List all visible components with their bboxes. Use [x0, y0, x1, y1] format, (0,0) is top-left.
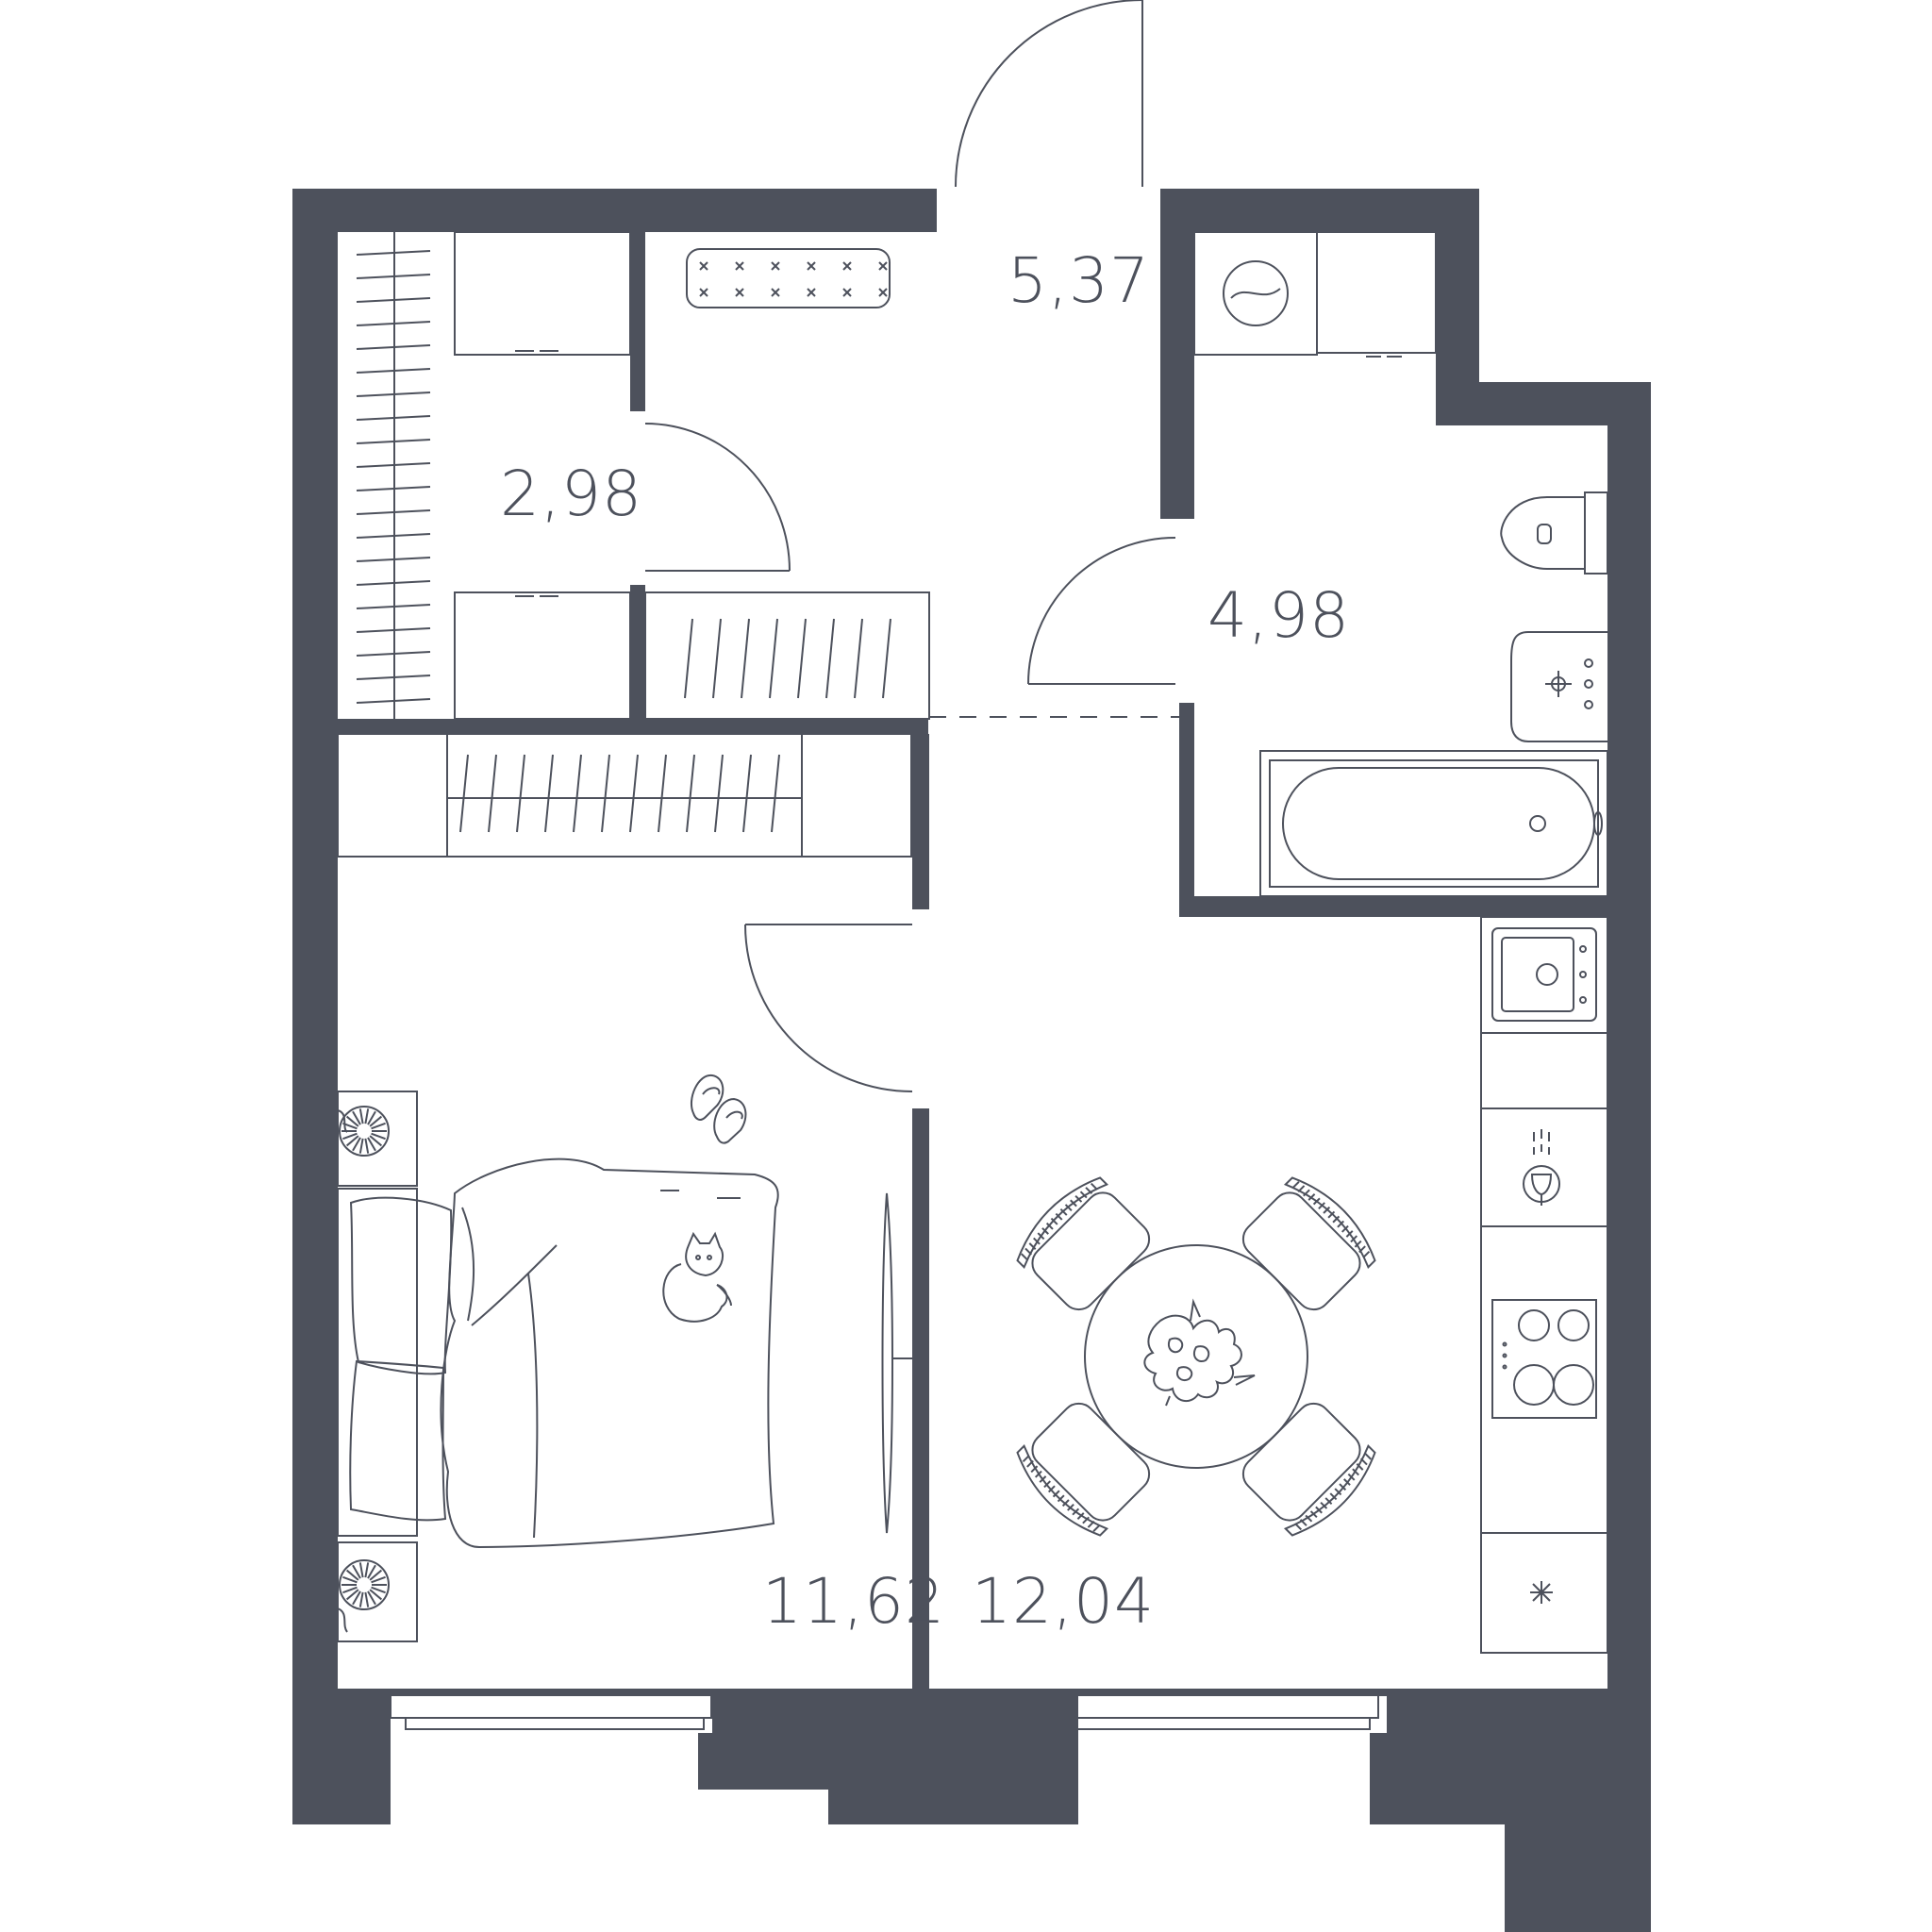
- room-area-wardrobe: 2,98: [500, 458, 642, 530]
- cat-icon: [662, 1231, 732, 1323]
- room-area-bathroom: 4,98: [1208, 579, 1350, 652]
- hall-closet: [644, 591, 930, 720]
- wardrobe-icon: [356, 231, 631, 720]
- nightstand-lamp-icon: [337, 1091, 418, 1187]
- dining-chair-icon: [1241, 1176, 1376, 1311]
- dining-chair-icon: [1016, 1176, 1151, 1311]
- entrance-door-swing: [955, 0, 1143, 188]
- flowers-icon: [1143, 1298, 1256, 1407]
- shoe-rack-icon: [686, 248, 891, 308]
- mirror-icon: [881, 1192, 912, 1534]
- toilet-icon: [1500, 491, 1608, 575]
- kitchen-counter: [1480, 916, 1608, 1654]
- dining-table-icon: [1084, 1244, 1308, 1469]
- bathroom-shelf: [1316, 231, 1437, 358]
- walls: [292, 189, 1651, 1932]
- dining-chair-icon: [1241, 1402, 1376, 1537]
- windows: [390, 1694, 1379, 1730]
- dishwasher-icon: [1523, 1129, 1560, 1206]
- doors: [644, 0, 1176, 1092]
- bedroom-closet: [337, 733, 912, 858]
- bed-icon: [337, 1158, 779, 1549]
- room-area-bedroom: 11,62: [762, 1565, 945, 1638]
- sink-icon: [1510, 631, 1607, 742]
- washing-machine-icon: [1193, 231, 1318, 356]
- cooktop-icon: [1491, 1299, 1597, 1419]
- fridge-icon: [1530, 1581, 1553, 1604]
- dining-chair-icon: [1016, 1402, 1151, 1537]
- room-area-kitchen-living: 12,04: [972, 1565, 1155, 1638]
- room-area-entrance-hall: 5,37: [1008, 244, 1150, 317]
- bathtub-icon: [1259, 750, 1608, 897]
- slippers-icon: [691, 1074, 747, 1144]
- nightstand-lamp-icon: [337, 1541, 418, 1642]
- kitchen-sink-icon: [1491, 927, 1597, 1022]
